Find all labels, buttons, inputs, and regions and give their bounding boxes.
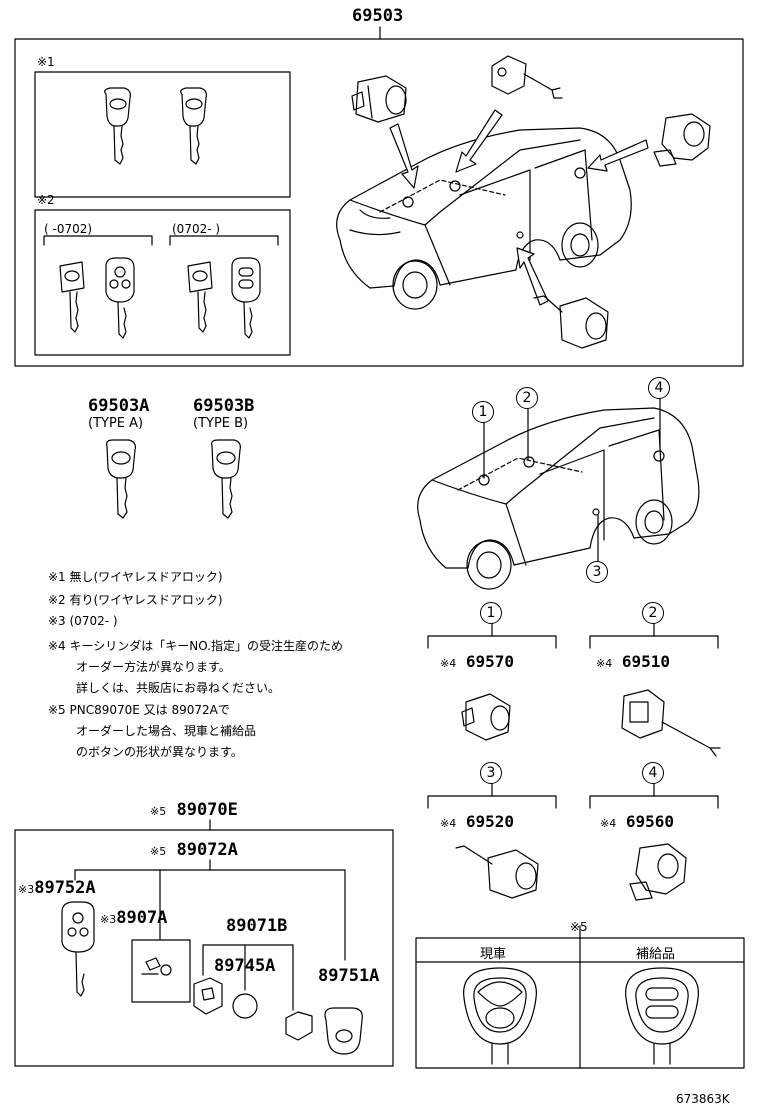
cylinder-2-index: 2	[642, 602, 664, 624]
col-current: 現車	[480, 947, 507, 962]
main-assembly-frame	[14, 38, 744, 367]
figure-id: 673863K	[676, 1092, 730, 1106]
key-icon	[104, 87, 131, 165]
cylinder-2-part: ※4 69510	[596, 652, 671, 671]
cylinder-4-part: ※4 69560	[600, 812, 675, 831]
remote-shell	[285, 1011, 313, 1041]
col-supply: 補給品	[636, 947, 676, 962]
remote-button-supply	[625, 967, 699, 1065]
battery	[232, 993, 258, 1019]
remote-key-icon	[61, 901, 95, 997]
key-icon	[180, 87, 207, 165]
group2-frame	[34, 209, 291, 356]
remote-cover	[324, 1007, 363, 1055]
group2-mark: ※2	[37, 193, 55, 207]
cylinder-3-index: 3	[480, 762, 502, 784]
callout-1: 1	[472, 401, 494, 423]
door-cylinder-part	[455, 845, 539, 899]
range-after-label: (0702- )	[172, 222, 221, 236]
remote-key-icon	[231, 257, 261, 339]
remote-case	[193, 977, 223, 1015]
cylinder-frame-3	[427, 795, 557, 809]
note-5-line2: オーダーした場合、現車と補給品	[76, 724, 257, 738]
key-icon	[211, 439, 241, 519]
key-icon	[106, 439, 136, 519]
note-3: ※3 (0702- )	[48, 614, 118, 628]
door-cylinder-part	[533, 295, 609, 349]
key-icon	[59, 261, 85, 333]
note-2: ※2 有り(ワイヤレスドアロック)	[48, 593, 223, 607]
cylinder-4-index: 4	[642, 762, 664, 784]
range-before-label: ( -0702)	[44, 222, 93, 236]
shell-part: 89751A	[318, 966, 380, 986]
remote-key-icon	[105, 257, 135, 339]
remote-top-part: ※5 89070E	[150, 800, 238, 820]
remote-sub-part: ※5 89072A	[150, 840, 238, 860]
car-illustration-top	[336, 127, 632, 310]
remote-key-part: ※389752A	[18, 878, 96, 898]
ignition-cylinder-part	[653, 113, 711, 167]
comparison-mark: ※5	[570, 920, 588, 934]
battery-part: 89745A	[214, 956, 276, 976]
type-a-label: (TYPE A)	[88, 416, 144, 431]
pointer-arrow	[389, 109, 649, 306]
cylinder-frame-1	[427, 635, 557, 649]
cylinder-frame-2	[589, 635, 719, 649]
group1-frame	[34, 71, 291, 198]
cylinder-1-part: ※4 69570	[440, 652, 515, 671]
main-part-number: 69503	[352, 6, 404, 26]
remote-button-current	[463, 967, 537, 1065]
ignition-cylinder-part	[629, 843, 687, 901]
transmitter-part: ※38907A	[100, 908, 168, 928]
door-cylinder-part	[351, 75, 407, 123]
car-illustration-middle	[417, 407, 700, 590]
key-icon	[187, 261, 213, 333]
cylinder-1-index: 1	[480, 602, 502, 624]
cylinder-3-part: ※4 69520	[440, 812, 515, 831]
note-5-line3: のボタンの形状が異なります。	[76, 745, 243, 759]
note-4-line3: 詳しくは、共販店にお尋ねください。	[76, 681, 281, 695]
cylinder-frame-4	[589, 795, 719, 809]
callout-2: 2	[516, 387, 538, 409]
type-a-part-number: 69503A	[88, 396, 150, 416]
group1-mark: ※1	[37, 55, 55, 69]
note-4: ※4 キーシリンダは「キーNO.指定」の受注生産のため	[48, 639, 344, 653]
note-5: ※5 PNC89070E 又は 89072Aで	[48, 703, 230, 717]
callout-4: 4	[648, 377, 670, 399]
door-cylinder-part	[461, 693, 511, 741]
callout-3: 3	[586, 561, 608, 583]
trunk-cylinder-part	[621, 689, 721, 757]
remote-assembly-frame	[14, 829, 394, 1067]
case-part: 89071B	[226, 916, 288, 936]
transmitter-board	[131, 939, 191, 1003]
type-b-part-number: 69503B	[193, 396, 255, 416]
type-b-label: (TYPE B)	[193, 416, 249, 431]
note-1: ※1 無し(ワイヤレスドアロック)	[48, 570, 223, 584]
note-4-line2: オーダー方法が異なります。	[76, 660, 231, 674]
trunk-cylinder-part	[491, 55, 563, 99]
